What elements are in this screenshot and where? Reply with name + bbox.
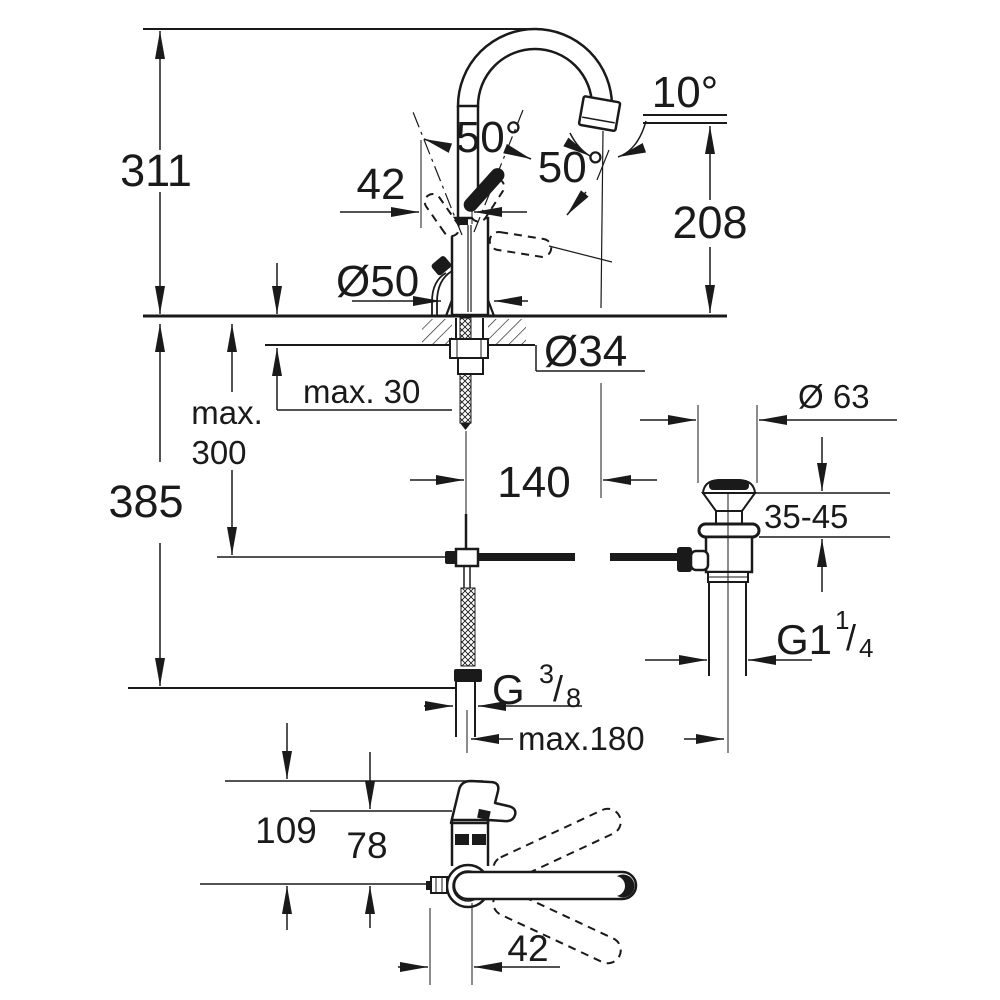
handle-base-edge	[452, 218, 468, 225]
mounting-shank	[449, 317, 489, 430]
supply-hose	[454, 566, 482, 737]
dim-below-deck-height: 385	[108, 476, 183, 527]
handle-lever	[463, 168, 505, 212]
linkage-arm-left	[478, 553, 575, 561]
hose-fitting	[454, 669, 482, 682]
dim-hose-max-label: max.	[191, 394, 263, 431]
side-view: 311 385 max. 300 max. 30 Ø34 42 Ø50 50° …	[108, 27, 748, 757]
dim-hole-diameter: Ø34	[544, 327, 627, 376]
handle-ghost-left	[423, 192, 461, 238]
dim-total-height: 311	[120, 145, 192, 196]
angle-arrow-right	[503, 143, 532, 160]
drain-valve	[677, 479, 761, 753]
handle-top-view	[452, 870, 638, 901]
handle-ghost-open	[488, 230, 553, 258]
dim-supply-thread: G 3 / 8	[492, 659, 581, 713]
valve-flange-seal	[697, 522, 761, 539]
reference-lines	[128, 28, 727, 689]
top-view: 109 78 42	[200, 723, 638, 985]
aerator	[577, 95, 622, 133]
lock-nut	[457, 357, 484, 375]
thread-sub: 8	[566, 683, 581, 713]
pop-up-rod-linkage	[217, 514, 678, 568]
angle-arrow-left	[423, 138, 453, 153]
dim-spout-reach: 140	[497, 458, 570, 507]
drain-valve-view: Ø 63 35-45 G1 1 / 4	[640, 378, 897, 753]
top-view-faucet	[426, 779, 638, 965]
braided-hose	[460, 587, 476, 667]
linkage-end-cap	[445, 551, 456, 564]
valve-body	[704, 535, 754, 574]
angle-arc-right	[617, 120, 647, 158]
aerator-seam	[582, 116, 615, 124]
side-screw	[430, 876, 448, 894]
top-view-references	[200, 780, 483, 885]
dim-depth-total: 109	[255, 810, 317, 851]
valve-neck	[715, 510, 743, 525]
spout-arch	[456, 27, 614, 108]
waste-thread-base: G1	[776, 616, 832, 663]
handle-base-block-1	[455, 834, 469, 845]
base-flare	[444, 299, 496, 317]
angle-leg-left	[412, 111, 463, 236]
water-stream-line	[600, 130, 604, 309]
drain-dimensions: Ø 63 35-45 G1 1 / 4	[640, 378, 897, 665]
dim-hose-max-value: 300	[191, 434, 246, 471]
mounting-nut	[449, 338, 489, 359]
top-view-dimensions: 109 78 42	[255, 723, 560, 985]
lever-ball-joint	[677, 547, 692, 572]
dim-depth-body: 78	[346, 825, 387, 866]
waste-thread-sup: 1	[835, 605, 849, 635]
dim-rod-length: max.180	[518, 720, 645, 757]
waste-thread-sub: 4	[859, 633, 873, 663]
dim-deck-thickness: max. 30	[303, 373, 420, 410]
side-screw-tip	[426, 881, 432, 890]
angle-tick	[596, 149, 610, 181]
faucet-body	[431, 216, 496, 317]
thread-base: G	[492, 666, 525, 713]
spout-top-view	[449, 779, 517, 825]
aerator-top-view	[477, 808, 491, 821]
open-angle-leg	[548, 245, 613, 263]
linkage-arm-right	[610, 553, 678, 561]
body-cylinder	[450, 216, 490, 317]
side-view-dimensions: 311 385 max. 300 max. 30 Ø34 42 Ø50 50° …	[108, 31, 748, 757]
handle-base-block-2	[472, 834, 486, 845]
linkage-tee	[454, 547, 480, 568]
deck-hatch-right	[488, 319, 526, 344]
aerator-body	[577, 95, 622, 133]
spout	[456, 27, 622, 309]
deck-hatch-left	[422, 319, 452, 344]
open-angle-arrow	[566, 190, 589, 216]
dim-handle-offset: 42	[507, 928, 548, 969]
dim-flange-diameter: Ø 63	[798, 378, 870, 415]
handle-end-cap-highlight	[605, 876, 625, 896]
thread-sup: 3	[539, 659, 554, 689]
dim-handle-lift-angle: 50°	[456, 113, 523, 162]
dim-handle-open-angle: 50°	[538, 143, 605, 192]
lever-socket	[689, 549, 710, 572]
dim-outlet-angle: 10°	[652, 68, 719, 117]
dim-handle-clearance: 42	[357, 160, 406, 209]
angle-arc-left	[563, 132, 591, 157]
dim-body-diameter: Ø50	[336, 257, 419, 306]
valve-cap-top	[709, 481, 749, 490]
rod-tip	[460, 423, 471, 430]
outlet-angle-construction	[563, 114, 727, 181]
thread-slash: /	[553, 668, 563, 709]
dim-outlet-height: 208	[672, 197, 747, 248]
valve-cone	[701, 492, 757, 512]
dim-waste-thread: G1 1 / 4	[776, 605, 873, 663]
waste-thread-slash: /	[846, 617, 856, 658]
dim-mounting-range: 35-45	[764, 498, 848, 535]
